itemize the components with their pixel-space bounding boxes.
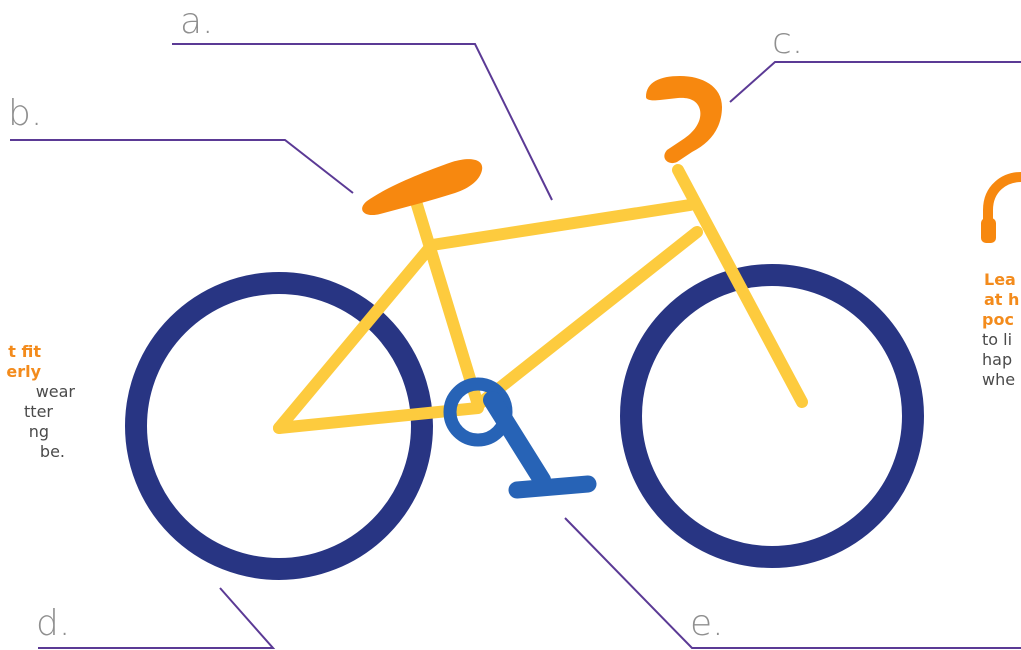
pedal bbox=[517, 484, 588, 490]
top-tube bbox=[432, 205, 690, 245]
label-c: c. bbox=[772, 24, 803, 60]
label-a: a. bbox=[180, 4, 214, 40]
leader-line-d bbox=[38, 588, 273, 648]
leader-line-a bbox=[172, 44, 552, 200]
left-tip-body-line-4: be. bbox=[6, 442, 65, 462]
crank-arm bbox=[492, 400, 542, 480]
left-tip-headline-line-1: t fit bbox=[6, 342, 41, 362]
front-wheel bbox=[631, 275, 913, 557]
right-tip: Lea at h poc to li hap whe bbox=[984, 270, 1019, 390]
right-tip-body-line-3: whe bbox=[982, 370, 1019, 390]
left-tip-headline-line-2: erly bbox=[6, 362, 41, 382]
right-tip-headline-line-3: poc bbox=[982, 310, 1019, 330]
right-tip-body-line-1: to li bbox=[982, 330, 1019, 350]
right-tip-body-line-2: hap bbox=[982, 350, 1019, 370]
right-tip-headline-line-2: at h bbox=[984, 290, 1019, 310]
label-d: d. bbox=[36, 606, 70, 642]
left-tip: t fit erly wear tter ng be. bbox=[6, 342, 41, 462]
label-b: b. bbox=[8, 96, 42, 132]
handlebar bbox=[646, 76, 722, 163]
leader-line-c bbox=[730, 62, 1021, 102]
left-tip-body-line-2: tter bbox=[6, 402, 53, 422]
leader-line-e bbox=[565, 518, 1021, 648]
left-tip-body-line-3: ng bbox=[6, 422, 49, 442]
headphones-icon bbox=[981, 177, 1021, 243]
label-e: e. bbox=[690, 606, 724, 642]
left-tip-body-line-1: wear bbox=[6, 382, 75, 402]
leader-line-b bbox=[10, 140, 353, 193]
right-tip-headline-line-1: Lea bbox=[984, 270, 1019, 290]
